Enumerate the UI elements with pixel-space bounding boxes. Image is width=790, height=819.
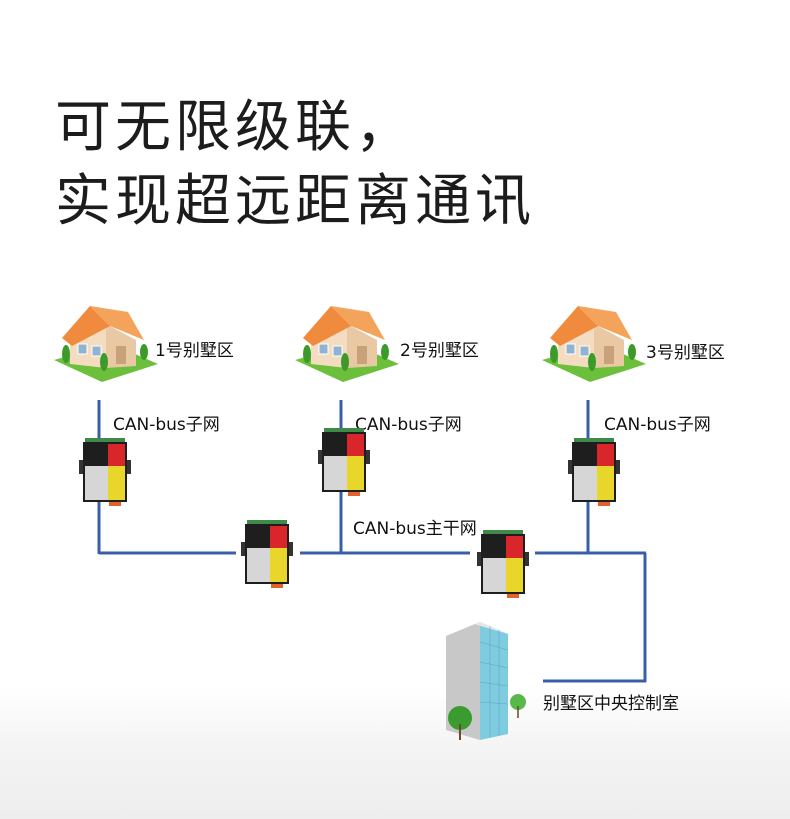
villa-2-house-icon	[295, 306, 399, 382]
control-room-label: 别墅区中央控制室	[543, 694, 679, 714]
backbone-label: CAN-bus主干网	[353, 519, 477, 539]
villa-2-subnet-label: CAN-bus子网	[355, 415, 462, 435]
headline-line-2: 实现超远距离通讯	[55, 169, 535, 234]
backbone-repeater-1-icon	[241, 520, 293, 588]
villa-3-label: 3号别墅区	[646, 343, 725, 363]
headline-line-1: 可无限级联，	[55, 95, 415, 160]
villa-2-can-device-icon	[318, 428, 370, 496]
control-room-building-icon	[446, 622, 526, 740]
villa-2-label: 2号别墅区	[400, 341, 479, 361]
villa-1-house-icon	[54, 306, 158, 382]
backbone-repeater-2-icon	[477, 530, 529, 598]
villa-1-subnet-label: CAN-bus子网	[113, 415, 220, 435]
villa-1-label: 1号别墅区	[155, 341, 234, 361]
villa-1-can-device-icon	[79, 438, 131, 506]
villa-3-house-icon	[542, 306, 646, 382]
villa-3-can-device-icon	[568, 438, 620, 506]
villa-3-subnet-label: CAN-bus子网	[604, 415, 711, 435]
